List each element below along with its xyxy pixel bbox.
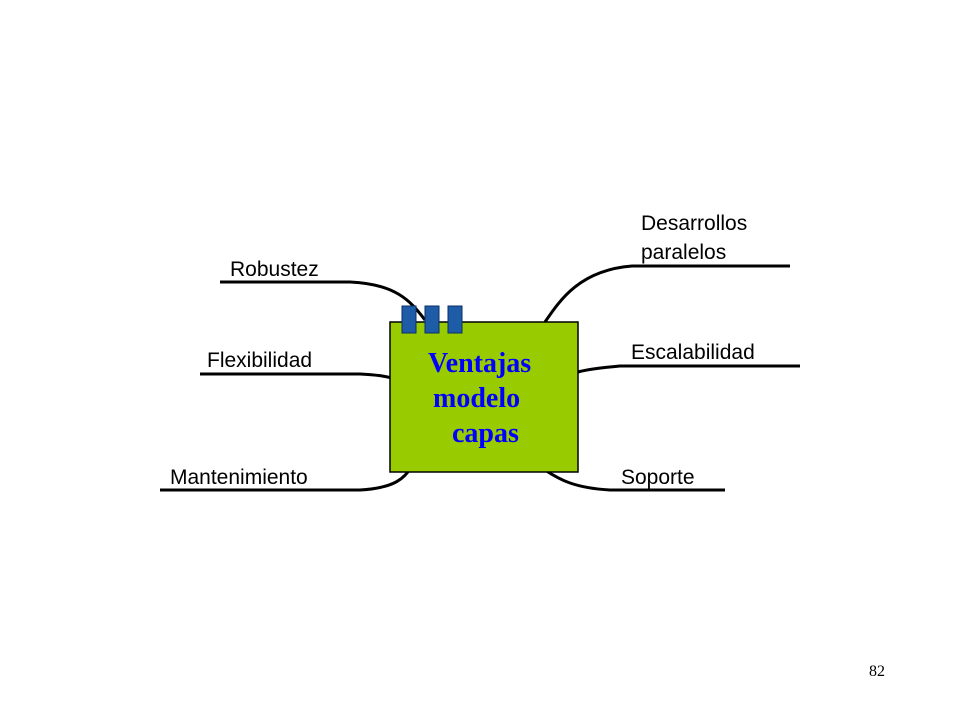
page-number: 82 (869, 663, 885, 680)
branch-label-mantenimiento: Mantenimiento (170, 466, 308, 489)
clip-icon (447, 305, 463, 334)
branch-label-escalabilidad: Escalabilidad (631, 341, 755, 364)
branch-label-soporte: Soporte (621, 466, 695, 489)
connector-flexibilidad (200, 372, 393, 380)
center-line-2: modelo (433, 383, 520, 414)
clip-icon (424, 305, 440, 334)
branch-label-desarrollos-line-1: Desarrollos (641, 212, 747, 235)
connector-soporte (544, 468, 725, 492)
branch-label-desarrollos-line-2: paralelos (641, 241, 726, 264)
center-line-3: capas (452, 418, 519, 449)
clip-icon (401, 305, 417, 334)
branch-label-robustez: Robustez (230, 258, 319, 281)
branch-label-flexibilidad: Flexibilidad (207, 349, 312, 372)
binder-clips (401, 305, 463, 334)
center-node (389, 321, 579, 473)
center-line-1: Ventajas (428, 348, 531, 379)
connector-desarrollos (543, 264, 790, 323)
connector-escalabilidad (577, 364, 800, 374)
connector-robustez (220, 280, 427, 321)
